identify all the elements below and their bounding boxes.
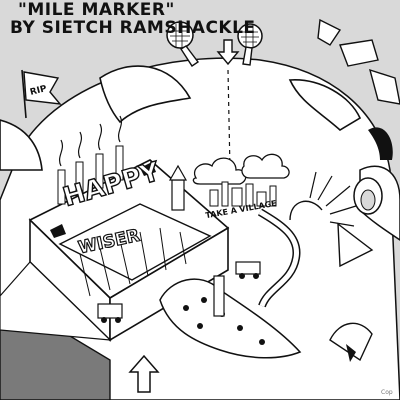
tower-building <box>168 164 188 211</box>
arrow-down-icon <box>216 39 240 66</box>
curved-shape-accent <box>346 344 356 362</box>
title-line1: "MILE MARKER" <box>18 0 175 20</box>
island-shape <box>159 275 302 359</box>
cloud-icon <box>241 153 290 179</box>
tent-shape <box>58 203 212 297</box>
title-line2: BY SIETCH RAMSHACKLE <box>10 18 256 38</box>
shape-block <box>317 18 342 46</box>
shape-block <box>368 68 400 105</box>
microphone-icon <box>166 21 200 67</box>
flag-icon <box>21 69 62 119</box>
road-dashed-line <box>227 69 231 171</box>
curved-shape <box>0 119 43 171</box>
cloud-icon <box>192 157 247 185</box>
curved-shape <box>329 322 373 362</box>
curved-shape <box>99 65 192 124</box>
arrow-up-icon <box>128 354 160 393</box>
corner-label: Cop <box>381 389 393 396</box>
truck-icon <box>97 303 123 323</box>
winding-road-inner <box>258 209 299 308</box>
candles <box>57 115 124 205</box>
shape-block <box>339 39 379 67</box>
ground-ledge <box>0 261 112 341</box>
artwork-title: "MILE MARKER" BY SIETCH RAMSHACKLE <box>10 2 256 37</box>
city-skyline <box>209 181 277 207</box>
microphone-icon <box>237 23 263 66</box>
curved-shape <box>288 79 362 131</box>
truck-icon <box>235 261 261 279</box>
sun-icon <box>289 171 357 227</box>
tube-shape <box>337 127 400 268</box>
